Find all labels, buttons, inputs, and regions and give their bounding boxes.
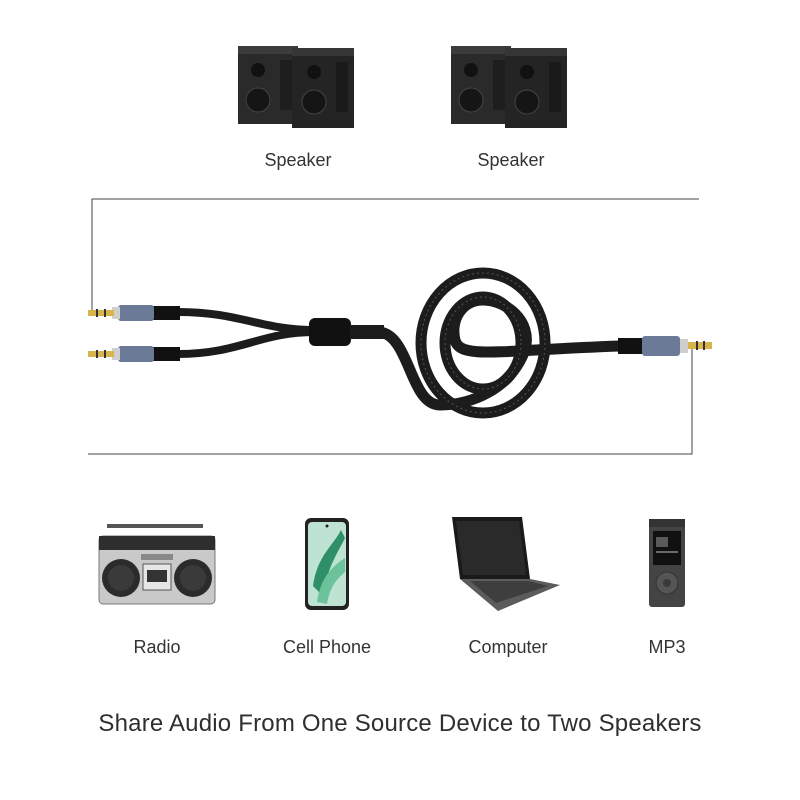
speaker-label: Speaker (264, 150, 332, 170)
speaker-pair-icon (238, 46, 354, 128)
cell-phone-label: Cell Phone (282, 637, 372, 657)
mp3-player-icon (649, 519, 685, 607)
headline: Share Audio From One Source Device to Tw… (98, 710, 702, 737)
laptop-icon (452, 517, 560, 611)
speaker-label: Speaker (477, 150, 545, 170)
speaker-pair-icon (451, 46, 567, 128)
boombox-radio-icon (98, 524, 216, 605)
radio-label: Radio (133, 637, 181, 657)
mp3-label: MP3 (648, 637, 686, 657)
smartphone-icon (305, 518, 349, 610)
computer-label: Computer (468, 637, 548, 657)
